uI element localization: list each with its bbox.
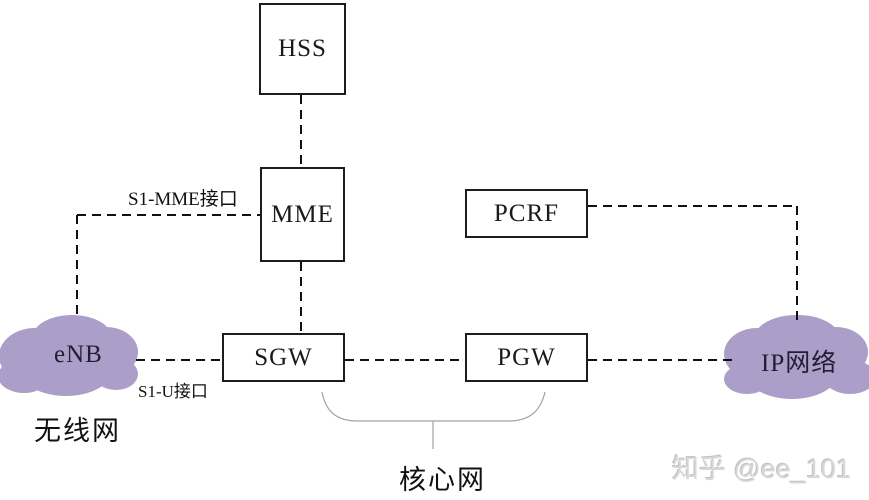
node-pcrf: PCRF xyxy=(465,189,588,238)
zhihu-watermark: 知乎 @ee_101 xyxy=(671,454,851,484)
enb-cloud-shape xyxy=(0,315,138,396)
node-pgw: PGW xyxy=(465,333,588,382)
node-enb-label: eNB xyxy=(54,341,103,368)
cloud-lobe xyxy=(94,358,138,390)
node-hss: HSS xyxy=(259,3,346,95)
label-s1-mme-interface: S1-MME接口 xyxy=(128,189,238,210)
label-core-network: 核心网 xyxy=(399,465,486,495)
ip-network-cloud-shape xyxy=(724,315,869,399)
label-s1-u-interface: S1-U接口 xyxy=(138,382,208,401)
core-network-brace xyxy=(321,391,546,422)
cloud-lobe xyxy=(0,359,50,393)
label-radio-network: 无线网 xyxy=(34,416,121,446)
node-sgw: SGW xyxy=(222,333,345,382)
node-pgw-label: PGW xyxy=(497,343,556,371)
node-hss-label: HSS xyxy=(278,35,327,62)
node-mme-label: MME xyxy=(271,200,334,228)
node-ip-network-label: IP网络 xyxy=(761,350,838,377)
cloud-lobe xyxy=(746,347,838,399)
cloud-lobe xyxy=(824,360,869,394)
node-sgw-label: SGW xyxy=(254,343,313,371)
node-mme: MME xyxy=(260,167,345,262)
cloud-lobe xyxy=(724,364,770,394)
node-pcrf-label: PCRF xyxy=(493,199,560,227)
